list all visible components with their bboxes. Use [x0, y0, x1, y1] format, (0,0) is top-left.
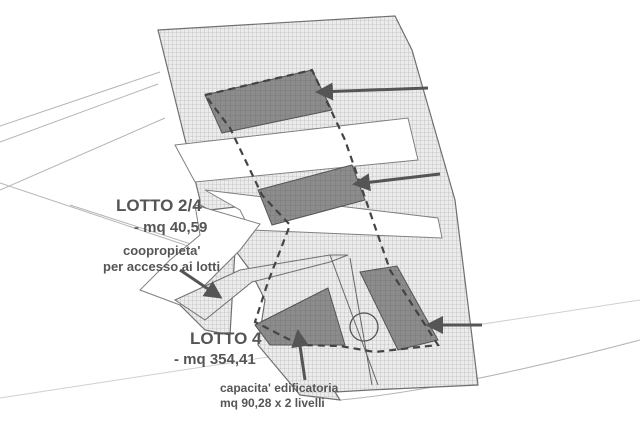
lotto-2-4-title: LOTTO 2/4: [116, 196, 202, 215]
capacity-line1: capacita' edificatoria: [220, 381, 339, 395]
lotto-2-4-note-line2: per accesso ai lotti: [103, 259, 221, 274]
lotto-4-title: LOTTO 4: [190, 329, 262, 348]
lotto-4-area: - mq 354,41: [174, 351, 256, 368]
building-2: [257, 164, 366, 226]
capacity-line2: mq 90,28 x 2 livelli: [220, 396, 325, 410]
path-lines: [329, 254, 379, 386]
white-strip-left: [139, 204, 261, 306]
building-4: [359, 265, 439, 351]
building-3: [254, 287, 346, 346]
callout-arrows: [179, 82, 482, 381]
white-strip-1: [174, 117, 419, 183]
lotto-4-boundary: [203, 68, 440, 354]
lotto-2-4-area: - mq 40,59: [134, 219, 208, 236]
lotto-2-4-note-line1: coopropieta': [123, 243, 201, 258]
access-strip: [173, 254, 349, 321]
